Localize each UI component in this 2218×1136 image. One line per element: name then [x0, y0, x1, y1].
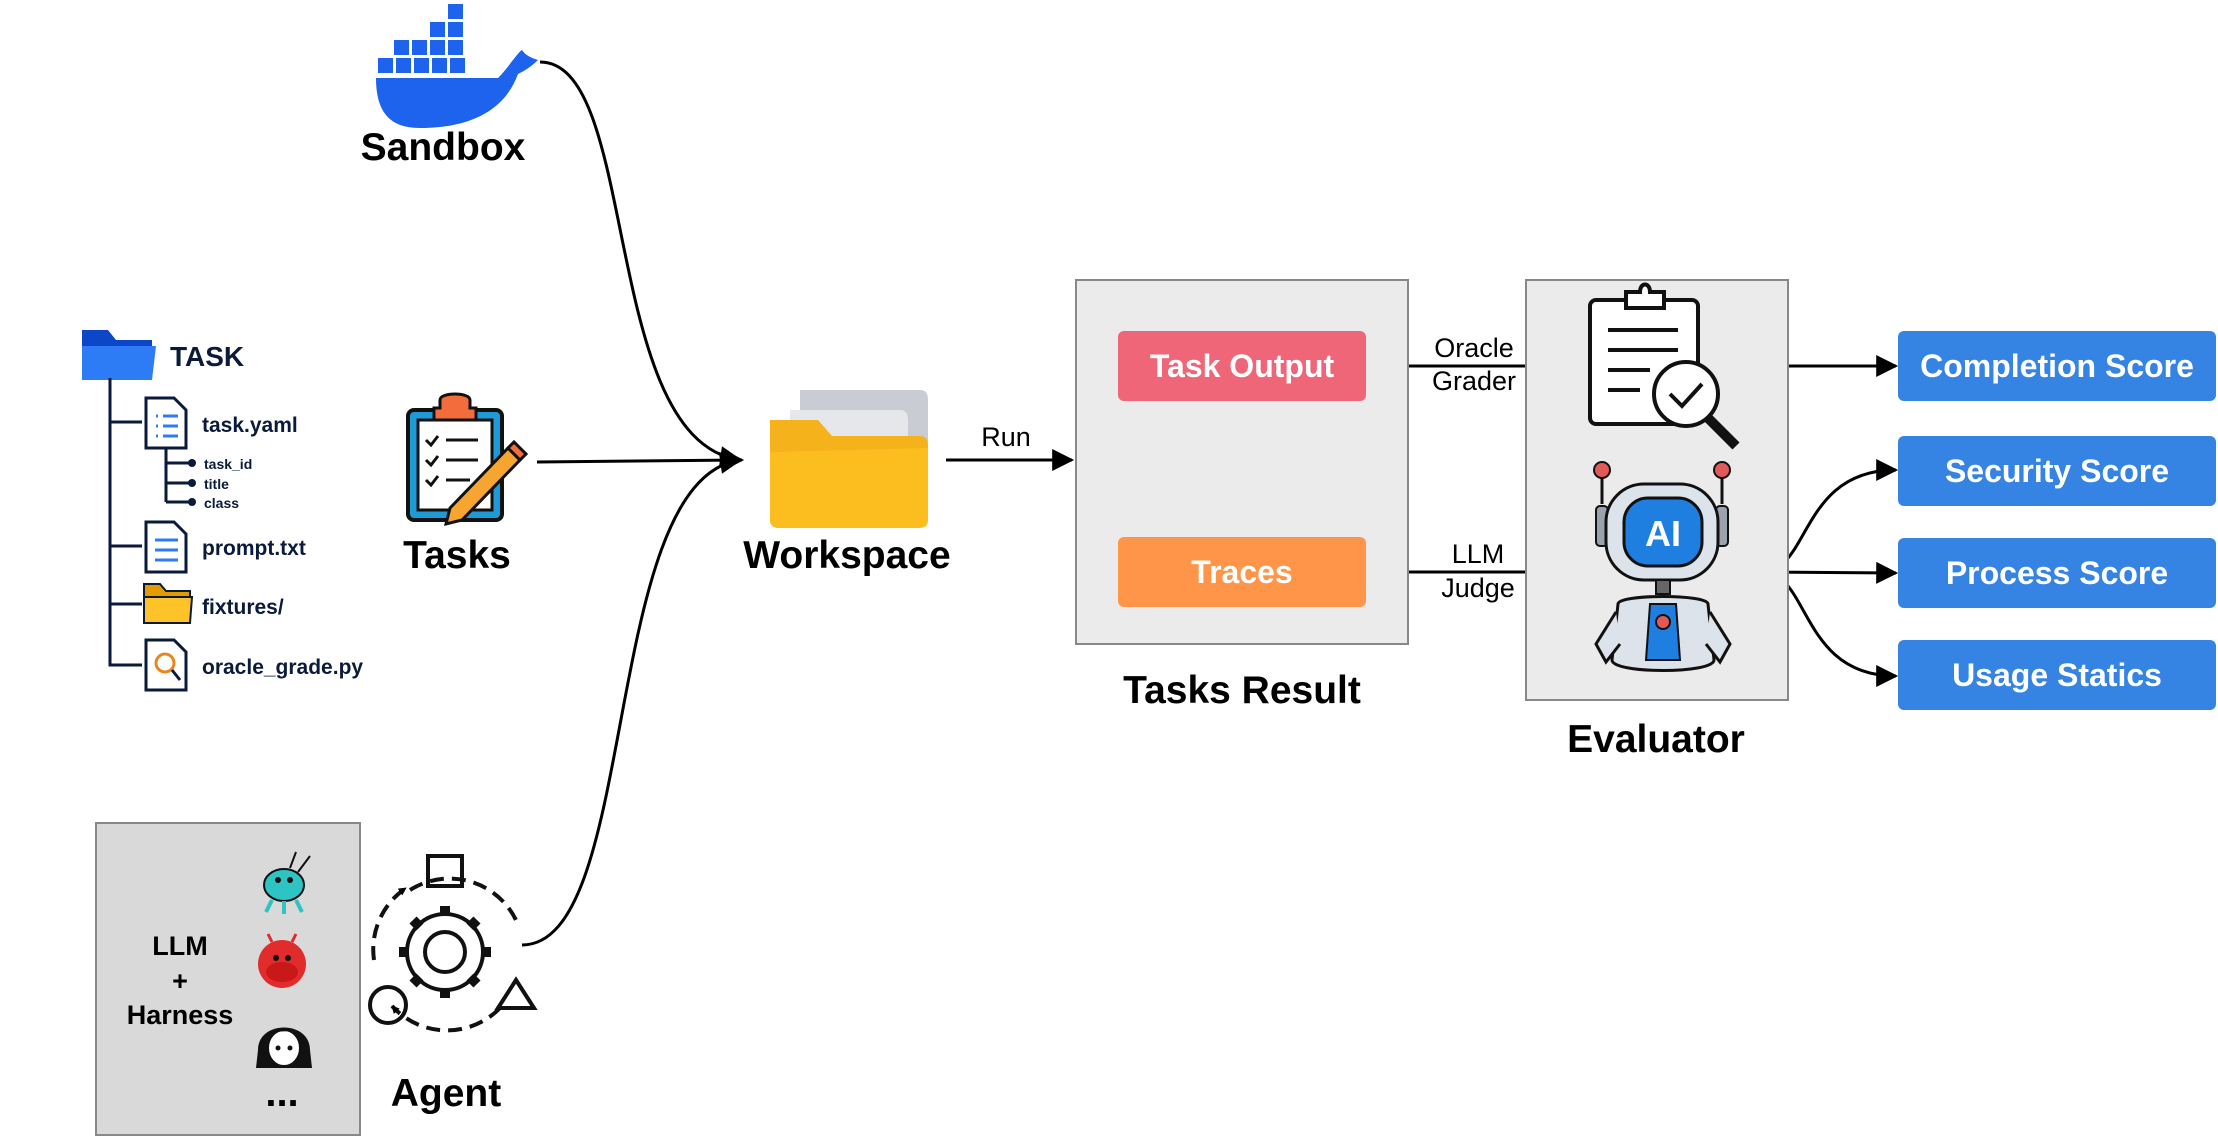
- evaluator-label: Evaluator: [1567, 718, 1745, 761]
- llm-judge-line2: Judge: [1441, 573, 1515, 603]
- file-fixtures: fixtures/: [202, 596, 284, 619]
- agent-node: Agent: [368, 854, 538, 1115]
- lobster-mascot-icon: [263, 851, 311, 914]
- harness-label: Harness: [127, 1000, 234, 1030]
- task-output-label: Task Output: [1150, 348, 1335, 384]
- process-score-label: Process Score: [1946, 555, 2168, 591]
- traces-label: Traces: [1191, 554, 1292, 590]
- edge-agent-to-workspace: [521, 451, 743, 947]
- sandbox-label: Sandbox: [361, 126, 526, 169]
- run-label: Run: [981, 422, 1031, 452]
- file-task-yaml: task.yaml: [202, 414, 298, 437]
- file-oracle-grade: oracle_grade.py: [202, 656, 363, 679]
- llm-judge-line1: LLM: [1452, 539, 1505, 569]
- security-score-label: Security Score: [1945, 453, 2169, 489]
- plus-label: +: [172, 966, 188, 996]
- sandbox-node: Sandbox: [361, 4, 538, 169]
- llm-label: LLM: [152, 931, 207, 961]
- file-prompt-txt: prompt.txt: [202, 537, 306, 560]
- tasks-result-group: Task Output Traces Tasks Result: [1075, 279, 1409, 712]
- field-task-id: task_id: [204, 456, 252, 472]
- task-tree: TASK task.yaml task_id title class promp…: [82, 330, 363, 692]
- list-file-icon: [144, 396, 188, 450]
- search-file-icon: [144, 638, 188, 692]
- ai-robot-icon: AI: [1593, 461, 1732, 672]
- task-output-box: Task Output: [1118, 331, 1366, 401]
- usage-statics-label: Usage Statics: [1952, 657, 2162, 693]
- tree-lines: [108, 378, 190, 667]
- folder-icon: [143, 583, 194, 624]
- docker-whale-icon: [376, 4, 538, 128]
- completion-score-label: Completion Score: [1920, 348, 2194, 384]
- field-class: class: [204, 495, 239, 511]
- oracle-label: Oracle: [1434, 333, 1514, 363]
- score-usage: Usage Statics: [1898, 640, 2216, 710]
- red-creature-icon: [258, 933, 306, 988]
- folder-icon: [770, 390, 928, 528]
- tasks-label: Tasks: [403, 534, 511, 577]
- tasks-result-label: Tasks Result: [1123, 669, 1361, 712]
- clipboard-magnifier-check-icon: [1588, 282, 1740, 450]
- edge-sandbox-to-workspace: [539, 60, 743, 469]
- tasks-node: Tasks: [403, 392, 529, 577]
- more-agents: ...: [265, 1071, 298, 1115]
- edge-tasks-to-workspace: [536, 449, 745, 472]
- traces-box: Traces: [1118, 537, 1366, 607]
- task-root-folder-icon: [82, 330, 156, 380]
- task-root-label: TASK: [170, 341, 244, 372]
- agent-label: Agent: [391, 1072, 502, 1115]
- score-process: Process Score: [1898, 538, 2216, 608]
- text-file-icon: [144, 520, 188, 574]
- agent-harness-box: LLM + Harness ...: [95, 822, 361, 1136]
- ai-face-text: AI: [1645, 513, 1681, 554]
- workspace-label: Workspace: [743, 534, 950, 577]
- anime-girl-icon: [256, 1027, 312, 1068]
- score-security: Security Score: [1898, 436, 2216, 506]
- field-title: title: [204, 476, 229, 492]
- clipboard-checklist-icon: [406, 392, 529, 527]
- score-completion: Completion Score: [1898, 331, 2216, 401]
- grader-label: Grader: [1432, 366, 1516, 396]
- agent-cycle-gear-icon: [368, 854, 538, 1033]
- evaluator-group: AI Evaluator: [1525, 279, 1789, 761]
- workspace-node: Workspace: [743, 390, 951, 577]
- tree-dots: [188, 459, 196, 506]
